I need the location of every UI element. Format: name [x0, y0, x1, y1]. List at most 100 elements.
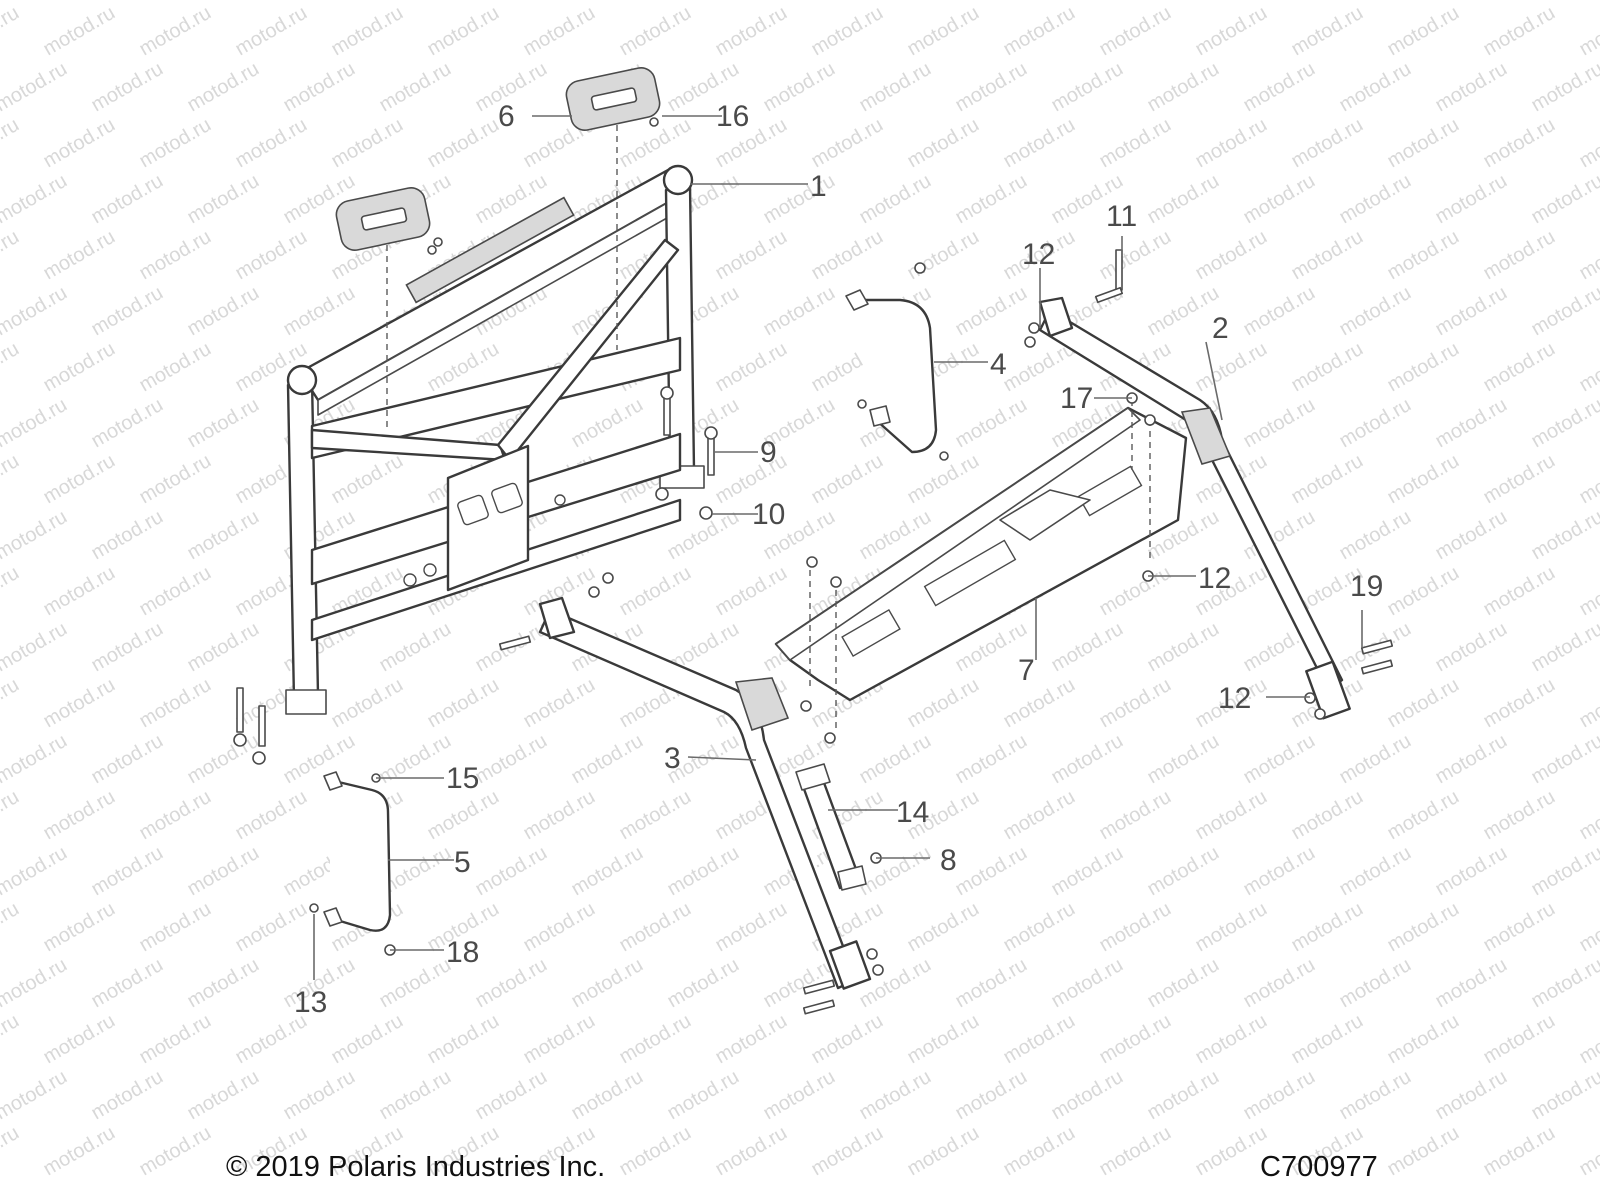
- watermark-text: motod.ru: [1384, 114, 1463, 173]
- watermark-text: motod.ru: [1576, 786, 1600, 845]
- watermark-text: motod.ru: [520, 1010, 599, 1069]
- watermark-text: motod.ru: [0, 1122, 23, 1181]
- watermark-text: motod.ru: [1096, 114, 1175, 173]
- watermark-text: motod.ru: [1288, 226, 1367, 285]
- part-4-grab-handle: [845, 289, 938, 454]
- watermark-text: motod.ru: [184, 58, 263, 117]
- callout-6: 6: [498, 100, 515, 133]
- watermark-text: motod.ru: [664, 1066, 743, 1125]
- fasteners: [233, 249, 1394, 1015]
- watermark-text: motod.ru: [1288, 338, 1367, 397]
- watermark-text: motod.ru: [136, 450, 215, 509]
- part-5-grab-handle: [323, 771, 392, 932]
- watermark-text: motod.ru: [0, 114, 23, 173]
- watermark-text: motod.ru: [136, 898, 215, 957]
- watermark-text: motod.ru: [1576, 338, 1600, 397]
- watermark-text: motod.ru: [1288, 114, 1367, 173]
- watermark-text: motod.ru: [184, 282, 263, 341]
- watermark-text: motod.ru: [1240, 394, 1319, 453]
- watermark-text: motod.ru: [760, 0, 839, 4]
- watermark-text: motod.ru: [568, 730, 647, 789]
- watermark-text: motod.ru: [88, 282, 167, 341]
- watermark-text: motod.ru: [1336, 842, 1415, 901]
- watermark-text: motod.ru: [1096, 786, 1175, 845]
- watermark-text: motod.ru: [328, 114, 407, 173]
- part-3-roll-bar-left: [538, 596, 872, 990]
- watermark-text: motod.ru: [136, 786, 215, 845]
- watermark-text: motod.ru: [1336, 58, 1415, 117]
- watermark-text: motod.ru: [616, 1122, 695, 1181]
- watermark-text: motod.ru: [568, 394, 647, 453]
- watermark-text: motod.ru: [1144, 282, 1223, 341]
- callout-5: 5: [454, 846, 471, 879]
- watermark-text: motod.ru: [1432, 618, 1511, 677]
- watermark-text: motod.ru: [520, 674, 599, 733]
- watermark-text: motod.ru: [40, 1122, 119, 1181]
- watermark-text: motod.ru: [1000, 786, 1079, 845]
- watermark-text: motod.ru: [664, 0, 743, 4]
- watermark-text: motod.ru: [1528, 842, 1600, 901]
- watermark-text: motod.ru: [1528, 954, 1600, 1013]
- watermark-text: motod.ru: [1096, 226, 1175, 285]
- watermark-text: motod.ru: [1576, 1122, 1600, 1181]
- watermark-text: motod.ru: [424, 674, 503, 733]
- callout-8: 8: [940, 844, 957, 877]
- watermark-text: motod.ru: [1432, 506, 1511, 565]
- watermark-text: motod.ru: [1384, 2, 1463, 61]
- watermark-text: motod.ru: [376, 954, 455, 1013]
- watermark-text: motod.ru: [1000, 674, 1079, 733]
- watermark-text: motod.ru: [952, 394, 1031, 453]
- callout-16: 16: [716, 100, 749, 133]
- watermark-text: motod.ru: [1336, 282, 1415, 341]
- watermark-text: motod.ru: [280, 1066, 359, 1125]
- watermark-text: motod.ru: [1480, 1122, 1559, 1181]
- watermark-text: motod.ru: [1000, 1122, 1079, 1181]
- watermark-text: motod.ru: [232, 114, 311, 173]
- watermark-text: motod.ru: [1528, 0, 1600, 4]
- watermark-text: motod.ru: [1576, 562, 1600, 621]
- watermark-text: motod.ru: [1336, 730, 1415, 789]
- watermark-text: motod.ru: [232, 226, 311, 285]
- watermark-text: motod.ru: [0, 450, 23, 509]
- callout-11: 11: [1106, 200, 1137, 233]
- watermark-text: motod.ru: [1048, 618, 1127, 677]
- watermark-text: motod.ru: [520, 898, 599, 957]
- watermark-text: motod.ru: [1576, 898, 1600, 957]
- watermark-text: motod.ru: [664, 954, 743, 1013]
- watermark-text: motod.ru: [1528, 282, 1600, 341]
- watermark-text: motod.ru: [0, 58, 71, 117]
- watermark-text: motod.ru: [1480, 1010, 1559, 1069]
- watermark-text: motod.ru: [904, 1010, 983, 1069]
- watermark-text: motod.ru: [1144, 58, 1223, 117]
- watermark-text: motod.ru: [328, 2, 407, 61]
- watermark-text: motod.ru: [1240, 0, 1319, 4]
- watermark-text: motod.ru: [1336, 170, 1415, 229]
- watermark-text: motod.ru: [88, 58, 167, 117]
- watermark-text: motod.ru: [1192, 1122, 1271, 1181]
- watermark-text: motod.ru: [1096, 1010, 1175, 1069]
- watermark-text: motod.ru: [280, 282, 359, 341]
- watermark-text: motod.ru: [1192, 114, 1271, 173]
- watermark-text: motod.ru: [424, 114, 503, 173]
- watermark-text: motod.ru: [0, 842, 71, 901]
- watermark-text: motod.ru: [40, 898, 119, 957]
- watermark-text: motod.ru: [88, 170, 167, 229]
- watermark-text: motod.ru: [1432, 0, 1511, 4]
- watermark-text: motod.ru: [280, 730, 359, 789]
- watermark-text: motod.ru: [616, 562, 695, 621]
- watermark-text: motod.ru: [88, 730, 167, 789]
- watermark-text: motod.ru: [1144, 954, 1223, 1013]
- watermark-text: motod.ru: [40, 786, 119, 845]
- watermark-text: motod.ru: [952, 730, 1031, 789]
- watermark-text: motod.ru: [904, 2, 983, 61]
- watermark-text: motod.ru: [1096, 1122, 1175, 1181]
- watermark-text: motod.ru: [40, 1010, 119, 1069]
- watermark-text: motod.ru: [1384, 226, 1463, 285]
- watermark-text: motod.ru: [232, 786, 311, 845]
- watermark-text: motod.ru: [1384, 1010, 1463, 1069]
- watermark-text: motod.ru: [856, 58, 935, 117]
- watermark-text: motod.ru: [184, 730, 263, 789]
- watermark-text: motod.ru: [712, 898, 791, 957]
- watermark-text: motod.ru: [328, 1010, 407, 1069]
